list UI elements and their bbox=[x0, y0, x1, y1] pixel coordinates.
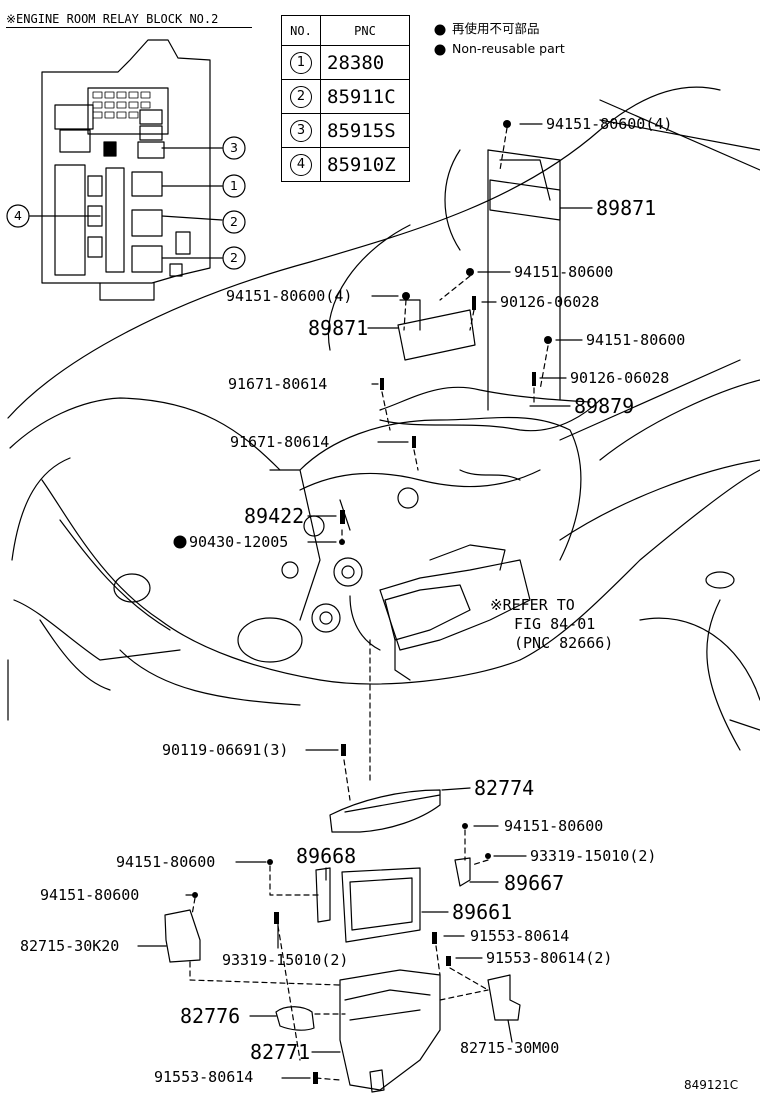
pnc-row-no: 1 bbox=[290, 52, 312, 74]
pnc-row: 3 85915S bbox=[281, 113, 410, 148]
pnc-row-no: 2 bbox=[290, 86, 312, 108]
relay-callout-3: 3 bbox=[230, 140, 238, 155]
part-label: 94151-80600 bbox=[40, 886, 140, 904]
legend-dot-icon bbox=[434, 44, 446, 56]
part-label: 90119-06691(3) bbox=[162, 741, 289, 759]
engine-assembly-drawing bbox=[269, 149, 601, 681]
pnc-row-value: 85910Z bbox=[320, 147, 410, 182]
dashed-assembly-lines bbox=[189, 127, 549, 1081]
pnc-row-value: 28380 bbox=[320, 45, 410, 80]
refer-note-line3: (PNC 82666) bbox=[514, 634, 614, 652]
part-label: 89879 bbox=[574, 394, 635, 418]
pnc-header-no: NO. bbox=[281, 15, 321, 46]
legend-dot-icon bbox=[434, 24, 446, 36]
part-label: 90126-06028 bbox=[570, 369, 670, 387]
part-label: 91671-80614 bbox=[228, 375, 328, 393]
pnc-row: 4 85910Z bbox=[281, 147, 410, 182]
pnc-row: 1 28380 bbox=[281, 45, 410, 80]
part-label: 89661 bbox=[452, 900, 513, 924]
part-label: 82774 bbox=[474, 776, 535, 800]
refer-note-line2: FIG 84-01 bbox=[514, 615, 596, 633]
part-label: 94151-80600(4) bbox=[546, 115, 673, 133]
relay-block-title-underline bbox=[6, 27, 252, 28]
part-label: 89667 bbox=[504, 871, 565, 895]
part-label: 94151-80600 bbox=[116, 853, 216, 871]
figure-code: 849121C bbox=[684, 1078, 739, 1092]
legend-japanese: 再使用不可部品 bbox=[452, 21, 540, 36]
part-label: 82715-30M00 bbox=[460, 1039, 560, 1057]
leader-lines bbox=[137, 123, 593, 1079]
refer-note-line1: ※REFER TO bbox=[490, 596, 575, 614]
relay-block-title: ※ENGINE ROOM RELAY BLOCK NO.2 bbox=[6, 12, 219, 26]
part-label: 91553-80614 bbox=[470, 927, 570, 945]
part-label: 91671-80614 bbox=[230, 433, 330, 451]
non-reusable-dot-icon bbox=[173, 535, 187, 549]
legend-english: Non-reusable part bbox=[452, 41, 565, 56]
part-label: 93319-15010(2) bbox=[530, 847, 657, 865]
relay-callout-2b: 2 bbox=[230, 250, 238, 265]
part-label: 93319-15010(2) bbox=[222, 951, 349, 969]
part-label: 91553-80614(2) bbox=[486, 949, 613, 967]
relay-callout-2a: 2 bbox=[230, 214, 238, 229]
part-label: 82771 bbox=[250, 1040, 311, 1064]
relay-callout-1: 1 bbox=[230, 178, 238, 193]
part-label: 89668 bbox=[296, 844, 357, 868]
pnc-header-pnc: PNC bbox=[320, 15, 410, 46]
part-label: 90430-12005 bbox=[189, 533, 289, 551]
part-label: 94151-80600(4) bbox=[226, 287, 353, 305]
part-label: 89871 bbox=[596, 196, 657, 220]
part-label: 89871 bbox=[308, 316, 369, 340]
pnc-row-value: 85915S bbox=[320, 113, 410, 148]
ecu-assembly-drawing bbox=[164, 789, 521, 1093]
part-label: 82715-30K20 bbox=[20, 937, 120, 955]
part-label: 82776 bbox=[180, 1004, 241, 1028]
pnc-row: 2 85911C bbox=[281, 79, 410, 114]
part-label: 91553-80614 bbox=[154, 1068, 254, 1086]
part-label: 94151-80600 bbox=[514, 263, 614, 281]
part-label: 89422 bbox=[244, 504, 305, 528]
pnc-row-no: 4 bbox=[290, 154, 312, 176]
part-label: 94151-80600 bbox=[504, 817, 604, 835]
relay-callout-4: 4 bbox=[14, 208, 22, 223]
part-label: 90126-06028 bbox=[500, 293, 600, 311]
vehicle-body-outline bbox=[7, 86, 760, 751]
fastener-icons bbox=[192, 120, 552, 1084]
relay-block-drawing bbox=[6, 39, 246, 301]
pnc-row-value: 85911C bbox=[320, 79, 410, 114]
pnc-row-no: 3 bbox=[290, 120, 312, 142]
pnc-table: NO. PNC 1 28380 2 85911C 3 85915S 4 8591… bbox=[281, 15, 410, 182]
part-label: 94151-80600 bbox=[586, 331, 686, 349]
